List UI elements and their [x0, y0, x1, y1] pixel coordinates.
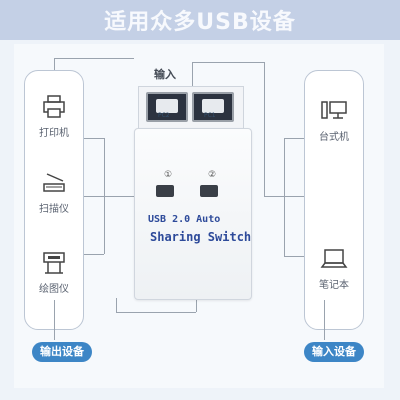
device-label: 台式机 [319, 132, 349, 143]
model-text-line1: USB 2.0 Auto [148, 214, 221, 225]
port-label-pc2: PC2 [158, 112, 170, 119]
connector-line [192, 62, 193, 92]
model-text-line2: Sharing Switch [150, 230, 252, 244]
device-plotter: 绘图仪 [24, 250, 84, 295]
device-desktop: 台式机 [304, 98, 364, 143]
device-label: 扫描仪 [39, 204, 69, 215]
connector-line [284, 138, 304, 139]
device-label: 笔记本 [319, 280, 349, 291]
connector-line [54, 58, 134, 59]
connector-line [54, 300, 55, 340]
printer-icon [43, 95, 65, 118]
page-title: 适用众多USB设备 [104, 10, 296, 35]
connector-line [54, 58, 55, 70]
input-devices-badge: 输入设备 [304, 342, 364, 362]
device-printer: 打印机 [24, 94, 84, 139]
switch-button-2 [200, 185, 218, 197]
switch-label-1: ① [164, 170, 173, 180]
connector-line [284, 138, 285, 256]
device-label: 绘图仪 [39, 284, 69, 295]
switch-label-2: ② [208, 170, 217, 180]
port-label-pc1: PC1 [204, 112, 216, 119]
connector-line [196, 298, 197, 312]
usb-sharing-switch [134, 128, 252, 300]
laptop-icon [320, 249, 348, 268]
device-scanner: 扫描仪 [24, 170, 84, 215]
connector-line [84, 196, 134, 197]
device-label: 打印机 [39, 128, 69, 139]
connector-line [116, 312, 196, 313]
connector-line [84, 138, 104, 139]
device-laptop: 笔记本 [304, 246, 364, 291]
connector-line [84, 254, 104, 255]
desktop-icon [321, 101, 347, 119]
connector-line [264, 62, 265, 196]
connector-line [192, 62, 264, 63]
plotter-icon [43, 252, 65, 274]
input-label: 输入 [154, 68, 176, 81]
connector-line [284, 256, 304, 257]
header-banner: 适用众多USB设备 [0, 0, 400, 40]
switch-button-1 [156, 185, 174, 197]
connector-line [104, 138, 105, 254]
scanner-icon [43, 173, 65, 192]
usb-port-pc1 [192, 92, 234, 122]
output-devices-badge: 输出设备 [32, 342, 92, 362]
usb-port-pc2 [146, 92, 188, 122]
connector-line [324, 300, 325, 340]
connector-line [116, 298, 117, 312]
